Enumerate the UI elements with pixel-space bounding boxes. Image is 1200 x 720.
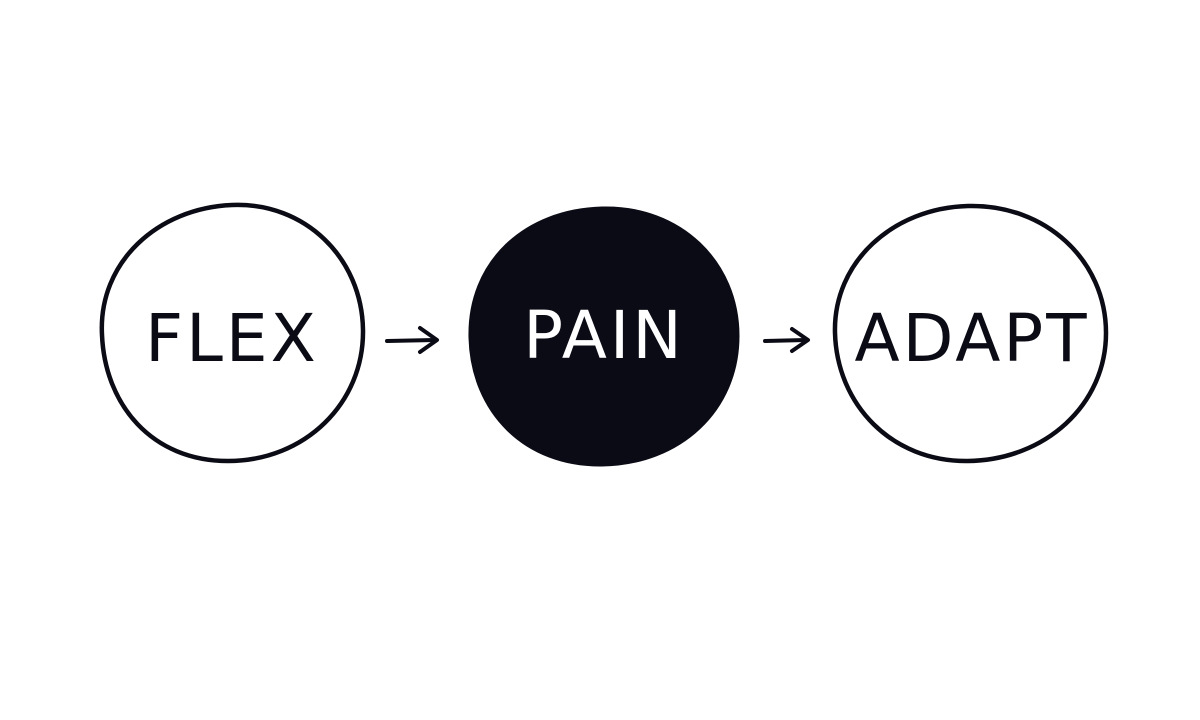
- flex-circle: [99, 202, 366, 464]
- arrow-head: [418, 326, 439, 354]
- arrow-shaft: [385, 338, 437, 343]
- arrow-flex-to-pain: [385, 326, 439, 354]
- arrow-shaft: [763, 338, 808, 343]
- arrow-head: [790, 327, 810, 353]
- adapt-label: ADAPT: [854, 300, 1089, 377]
- node-pain: PAIN: [468, 206, 740, 467]
- flex-label: FLEX: [145, 300, 319, 377]
- pain-label: PAIN: [523, 297, 685, 374]
- arrow-pain-to-adapt: [763, 327, 810, 353]
- pain-circle: [468, 206, 740, 467]
- adapt-circle: [832, 203, 1109, 464]
- node-adapt: ADAPT: [832, 203, 1109, 464]
- node-flex: FLEX: [99, 202, 366, 464]
